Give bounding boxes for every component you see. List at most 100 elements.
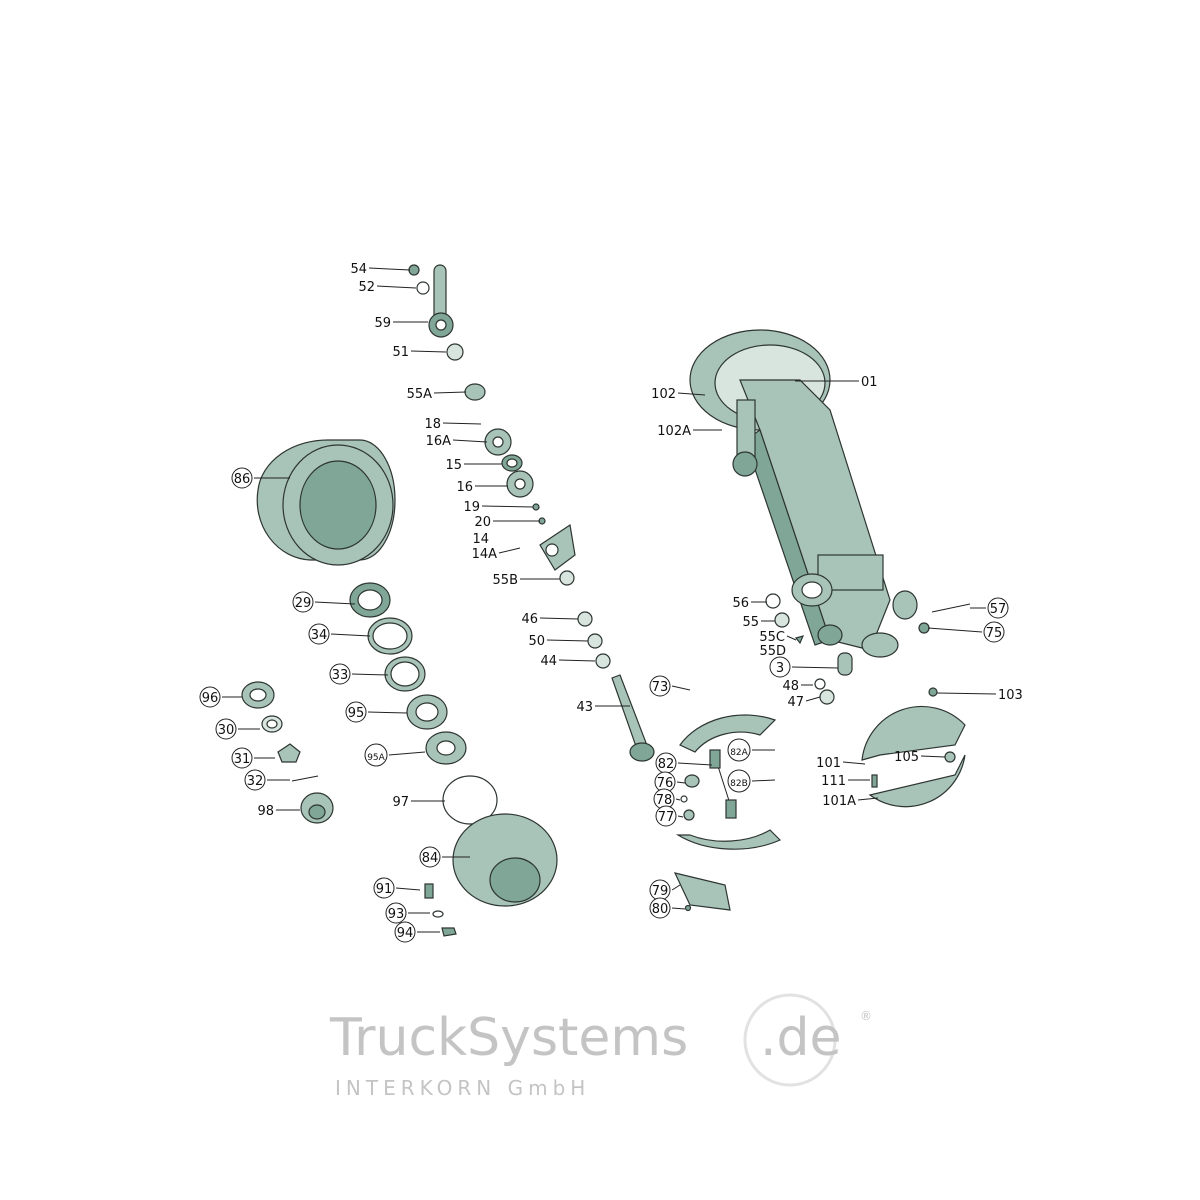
seal-29 [349, 582, 391, 618]
cap-55A [464, 383, 486, 401]
ring-30 [261, 715, 283, 733]
callout-circle [373, 877, 395, 899]
leader-line [927, 627, 983, 633]
roller-76 [684, 774, 700, 788]
callout-label: 98 [257, 804, 274, 819]
callout-56: 56 [732, 596, 767, 611]
ring-33 [384, 656, 426, 692]
flange-16 [506, 470, 534, 498]
callout-circle [727, 738, 751, 762]
bearing-96 [241, 681, 275, 709]
callout-label: 55A [407, 387, 433, 402]
bolt-91 [424, 883, 434, 899]
screw-103 [928, 687, 938, 697]
callout-circle [419, 846, 441, 868]
pin-77 [683, 809, 695, 821]
callout-circle [655, 805, 677, 827]
spring-57 [931, 603, 971, 613]
callout-01: 01 [795, 375, 878, 390]
callout-32: 32 [244, 769, 290, 791]
callout-label: 20 [474, 515, 491, 530]
callout-46: 46 [521, 612, 579, 627]
callout-73: 73 [649, 675, 691, 697]
callout-105: 105 [894, 750, 946, 765]
callout-47: 47 [787, 695, 821, 710]
leader-line [442, 422, 482, 425]
callout-51: 51 [392, 345, 447, 360]
callout-label: 75 [986, 626, 1003, 641]
callout-label: 82B [730, 779, 748, 789]
brake-shoe-73 [679, 714, 777, 753]
leader-line [498, 547, 521, 554]
leader-line [677, 762, 713, 766]
bushing-15 [501, 454, 523, 472]
callout-label: 97 [392, 795, 409, 810]
callout-label: 30 [218, 723, 235, 738]
leader-line [842, 761, 866, 765]
callout-30: 30 [215, 718, 260, 740]
callout-label: 94 [397, 926, 414, 941]
callout-label: 102A [657, 424, 691, 439]
callout-96: 96 [199, 686, 242, 708]
callout-111: 111 [821, 774, 870, 789]
ring-55 [774, 612, 790, 628]
cotter-pin-32 [291, 775, 319, 782]
callout-52: 52 [358, 280, 417, 295]
hub-84 [452, 813, 558, 907]
callout-label: 111 [821, 774, 846, 789]
callout-95a: 95A [364, 743, 426, 767]
leader-line [539, 617, 579, 620]
axle-beam-01 [689, 329, 918, 658]
callout-circle [244, 769, 266, 791]
callout-29: 29 [292, 591, 356, 613]
leader-line [857, 797, 879, 801]
callouts: 5452595155A1816A151619201414A55B46504443… [199, 262, 1023, 943]
dust-shield-101 [861, 705, 966, 808]
callout-label: 01 [861, 375, 878, 390]
callout-79: 79 [649, 879, 681, 901]
callout-label: 50 [528, 634, 545, 649]
bolt-19 [532, 503, 540, 511]
callout-circle [199, 686, 221, 708]
nut-54 [408, 264, 420, 276]
oring-93 [432, 910, 444, 918]
callout-label: 32 [247, 774, 264, 789]
nut-31 [277, 743, 301, 763]
callout-label: 95A [367, 753, 385, 763]
callout-circle [649, 675, 671, 697]
callout-33: 33 [329, 663, 389, 685]
washer-52 [416, 281, 430, 295]
callout-102a: 102A [657, 424, 722, 439]
wear-sensor-82 [709, 749, 737, 819]
slack-adjuster-59 [428, 264, 454, 338]
callout-circle [649, 897, 671, 919]
flange-16A [484, 428, 512, 456]
callout-93: 93 [385, 902, 430, 924]
callout-circle [364, 743, 388, 767]
camshaft-43 [611, 674, 655, 762]
callout-16a: 16A [426, 434, 488, 449]
callout-91: 91 [373, 877, 421, 899]
callout-97: 97 [392, 795, 445, 810]
callout-circle [983, 621, 1005, 643]
callout-circle [394, 921, 416, 943]
callout-18: 18 [424, 417, 482, 432]
callout-20: 20 [474, 515, 540, 530]
callout-label: 73 [652, 680, 669, 695]
callout-circle [292, 591, 314, 613]
callout-50: 50 [528, 634, 589, 649]
watermark-registered: ® [860, 1009, 872, 1023]
leader-line [920, 755, 946, 758]
pin-3 [837, 652, 853, 676]
callout-label: 51 [392, 345, 409, 360]
leader-line [675, 798, 681, 801]
brake-lining-79 [673, 872, 731, 911]
callout-label: 19 [463, 500, 480, 515]
leader-line [433, 391, 467, 394]
callout-circle [385, 902, 407, 924]
callout-55: 55 [742, 615, 775, 630]
callout-label: 54 [350, 262, 367, 277]
callout-label: 82 [658, 757, 675, 772]
callout-label: 93 [388, 907, 405, 922]
callout-label: 33 [332, 668, 349, 683]
